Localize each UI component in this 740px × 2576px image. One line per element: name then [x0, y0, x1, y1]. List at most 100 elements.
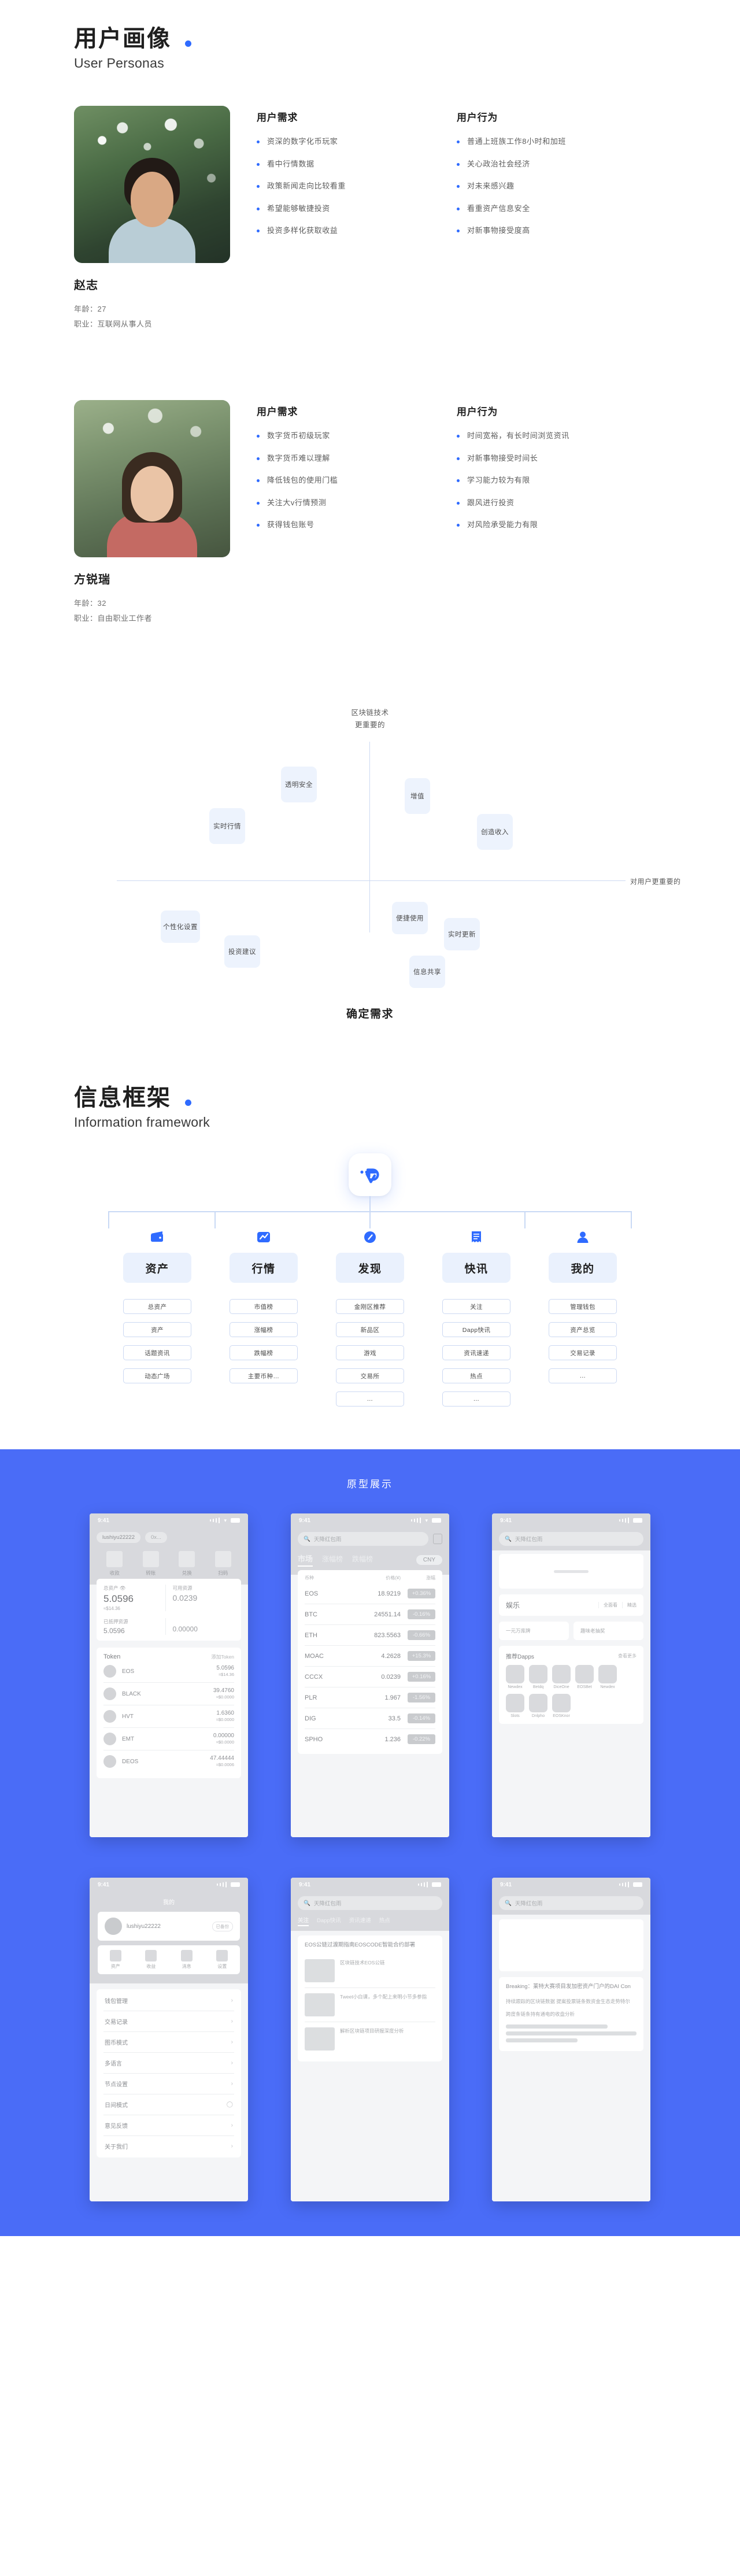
category-item[interactable]: 资产 [123, 1322, 191, 1337]
search-input[interactable]: 🔍 天降红包雨 [499, 1896, 643, 1910]
app-tile[interactable]: Dnlpho [529, 1694, 547, 1718]
category-item[interactable]: 游戏 [336, 1345, 404, 1360]
menu-item[interactable]: 节点设置› [103, 2074, 234, 2094]
persona-name: 方锐瑞 [74, 573, 110, 586]
profile-tab[interactable]: 消息 [180, 1950, 193, 1970]
category-item-more[interactable]: … [442, 1391, 510, 1407]
app-tile[interactable]: Betdq [529, 1665, 547, 1689]
news-headline[interactable]: EOS公链过渡期指南EOSCODE智能合约部署 [305, 1942, 416, 1948]
category-news[interactable]: 快讯 关注 Dapp快讯 资讯速递 热点 … [442, 1228, 510, 1415]
category-item-more[interactable]: … [549, 1368, 617, 1383]
category-discover[interactable]: 发现 金刚区推荐 新品区 游戏 交易所 … [336, 1228, 404, 1415]
tab-market[interactable]: 市场 [298, 1553, 313, 1567]
quick-entry-left[interactable]: 一元万库牌 [499, 1622, 569, 1640]
tab-dapp[interactable]: Dapp快讯 [317, 1918, 341, 1924]
account-card[interactable]: lushiyu22222 已备份 [98, 1912, 240, 1941]
list-item: 普通上班族工作8小时和加班 [457, 136, 630, 147]
bullet-icon [257, 207, 260, 210]
search-input[interactable]: 🔍 天降红包雨 [499, 1532, 643, 1546]
app-tile[interactable]: EOSKnor [552, 1694, 571, 1718]
menu-item[interactable]: 交易记录› [103, 2011, 234, 2032]
account-chip[interactable]: lushiyu22222 [97, 1532, 140, 1543]
tab-express[interactable]: 资讯速递 [349, 1918, 371, 1924]
tag[interactable]: 精选 [622, 1602, 637, 1608]
quadrant-chip: 透明安全 [281, 767, 317, 802]
menu-item[interactable]: 多语言› [103, 2053, 234, 2074]
news-item[interactable]: 区块链技术EOS公链 [305, 1954, 435, 1989]
category-item[interactable]: 交易所 [336, 1368, 404, 1383]
category-assets[interactable]: 资产 总资产 资产 话题资讯 动态广场 [123, 1228, 191, 1415]
category-item[interactable]: 关注 [442, 1299, 510, 1314]
wallet-action[interactable]: 转账 [142, 1551, 159, 1576]
app-tile[interactable]: Slots [506, 1694, 524, 1718]
profile-tab[interactable]: 收益 [145, 1950, 157, 1970]
category-item[interactable]: 主要币种… [230, 1368, 298, 1383]
menu-item[interactable]: 图币模式› [103, 2032, 234, 2053]
category-item[interactable]: 话题资讯 [123, 1345, 191, 1360]
app-tile[interactable]: EOSBet [575, 1665, 594, 1689]
toggle-switch[interactable]: ◯ [226, 2101, 233, 2108]
category-item[interactable]: 涨幅榜 [230, 1322, 298, 1337]
banner-carousel[interactable] [499, 1554, 643, 1589]
search-input[interactable]: 🔍 天降红包雨 [298, 1896, 442, 1910]
quick-entry-right[interactable]: 趣味老抽奖 [574, 1622, 643, 1640]
wallet-action[interactable]: 收款 [106, 1551, 123, 1576]
category-item[interactable]: 交易记录 [549, 1345, 617, 1360]
tag[interactable]: 全面看 [598, 1602, 622, 1608]
menu-item[interactable]: 日间模式◯ [103, 2094, 234, 2115]
news-item[interactable]: 解析区块链项目研报深度分析 [305, 2022, 435, 2056]
add-token-button[interactable]: 添加Token [211, 1654, 234, 1660]
menu-item[interactable]: 关于我们› [105, 2143, 233, 2151]
app-tile[interactable]: Newdex [598, 1665, 617, 1689]
search-input[interactable]: 🔍 天降红包雨 [298, 1532, 428, 1546]
news-item[interactable]: Tweet小白课，多个配上来明小节多参指 [305, 1988, 435, 2023]
app-tile[interactable]: DiceOne [552, 1665, 571, 1689]
category-item[interactable]: 热点 [442, 1368, 510, 1383]
tab-follow[interactable]: 关注 [298, 1916, 309, 1926]
category-item[interactable]: 资产总览 [549, 1322, 617, 1337]
category-mine[interactable]: 我的 管理钱包 资产总览 交易记录 … [549, 1228, 617, 1415]
category-market[interactable]: 行情 市值榜 涨幅榜 跌幅榜 主要币种… [230, 1228, 298, 1415]
wallet-action[interactable]: 兑换 [179, 1551, 195, 1576]
category-item[interactable]: 新品区 [336, 1322, 404, 1337]
wallet-action[interactable]: 扫码 [214, 1551, 231, 1576]
category-item[interactable]: 市值榜 [230, 1299, 298, 1314]
app-tile[interactable]: Newdex [506, 1665, 524, 1689]
category-item[interactable]: 动态广场 [123, 1368, 191, 1383]
menu-item[interactable]: 意见反馈› [103, 2115, 234, 2136]
menu-item[interactable]: 钱包管理› [103, 1990, 234, 2011]
profile-tab[interactable]: 资产 [109, 1950, 121, 1970]
category-item[interactable]: Dapp快讯 [442, 1322, 510, 1337]
copy-address-chip[interactable]: 0x... [145, 1532, 167, 1543]
category-item-more[interactable]: … [336, 1391, 404, 1407]
category-item[interactable]: 跌幅榜 [230, 1345, 298, 1360]
tab-hot[interactable]: 热点 [379, 1918, 390, 1924]
currency-toggle[interactable]: CNY [416, 1555, 442, 1565]
category-item[interactable]: 管理钱包 [549, 1299, 617, 1314]
tab-gainers[interactable]: 涨幅榜 [322, 1555, 343, 1563]
category-item[interactable]: 资讯速递 [442, 1345, 510, 1360]
profile-tab[interactable]: 设置 [216, 1950, 228, 1970]
tab-losers[interactable]: 跌幅榜 [352, 1555, 373, 1563]
bullet-icon [457, 162, 460, 166]
age-value: 32 [97, 599, 106, 608]
apps-more-link[interactable]: 查看更多 [618, 1653, 637, 1659]
scan-icon[interactable] [433, 1534, 442, 1544]
category-item[interactable]: 总资产 [123, 1299, 191, 1314]
phone-mockup-market: 9:41 ▾ 🔍 天降红包雨 市场 [291, 1513, 449, 1837]
category-item[interactable]: 金刚区推荐 [336, 1299, 404, 1314]
